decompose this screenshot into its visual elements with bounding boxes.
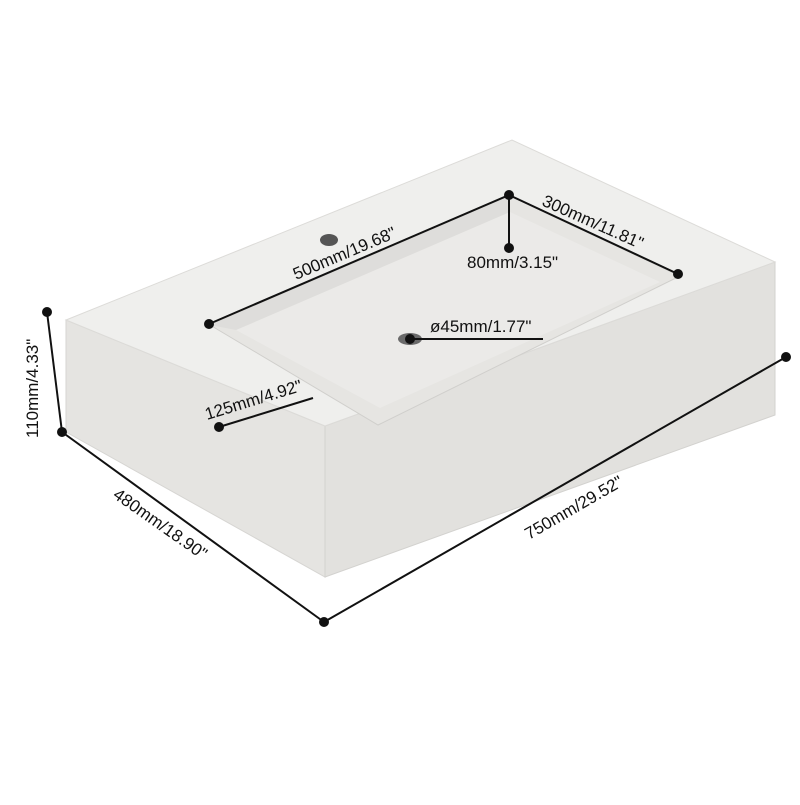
width-dimension-line [323, 356, 787, 623]
drain-dimension-point [405, 334, 415, 344]
left-margin-dimension-point [214, 422, 224, 432]
drain-diameter-label: ø45mm/1.77" [430, 317, 531, 336]
basin-depth-label: 80mm/3.15" [467, 253, 558, 272]
left-margin-dimension-line [218, 397, 314, 428]
basin-inner-wall [210, 196, 510, 330]
basin-floor [236, 212, 660, 408]
height-label: 110mm/4.33" [23, 339, 42, 438]
height-dimension-point [42, 307, 52, 317]
depth-dimension-line [61, 431, 325, 623]
basin-depth-dimension-point [504, 243, 514, 253]
height-dimension-line [46, 311, 63, 433]
basin [208, 195, 682, 426]
basin-length-dimension-point [204, 319, 214, 329]
basin-width-dimension-line [508, 194, 679, 275]
faucet-hole [320, 234, 338, 246]
dimension-lines [42, 190, 791, 627]
basin-length-dimension-line [208, 194, 510, 325]
width-dimension-point [781, 352, 791, 362]
basin-width-dimension-point [673, 269, 683, 279]
